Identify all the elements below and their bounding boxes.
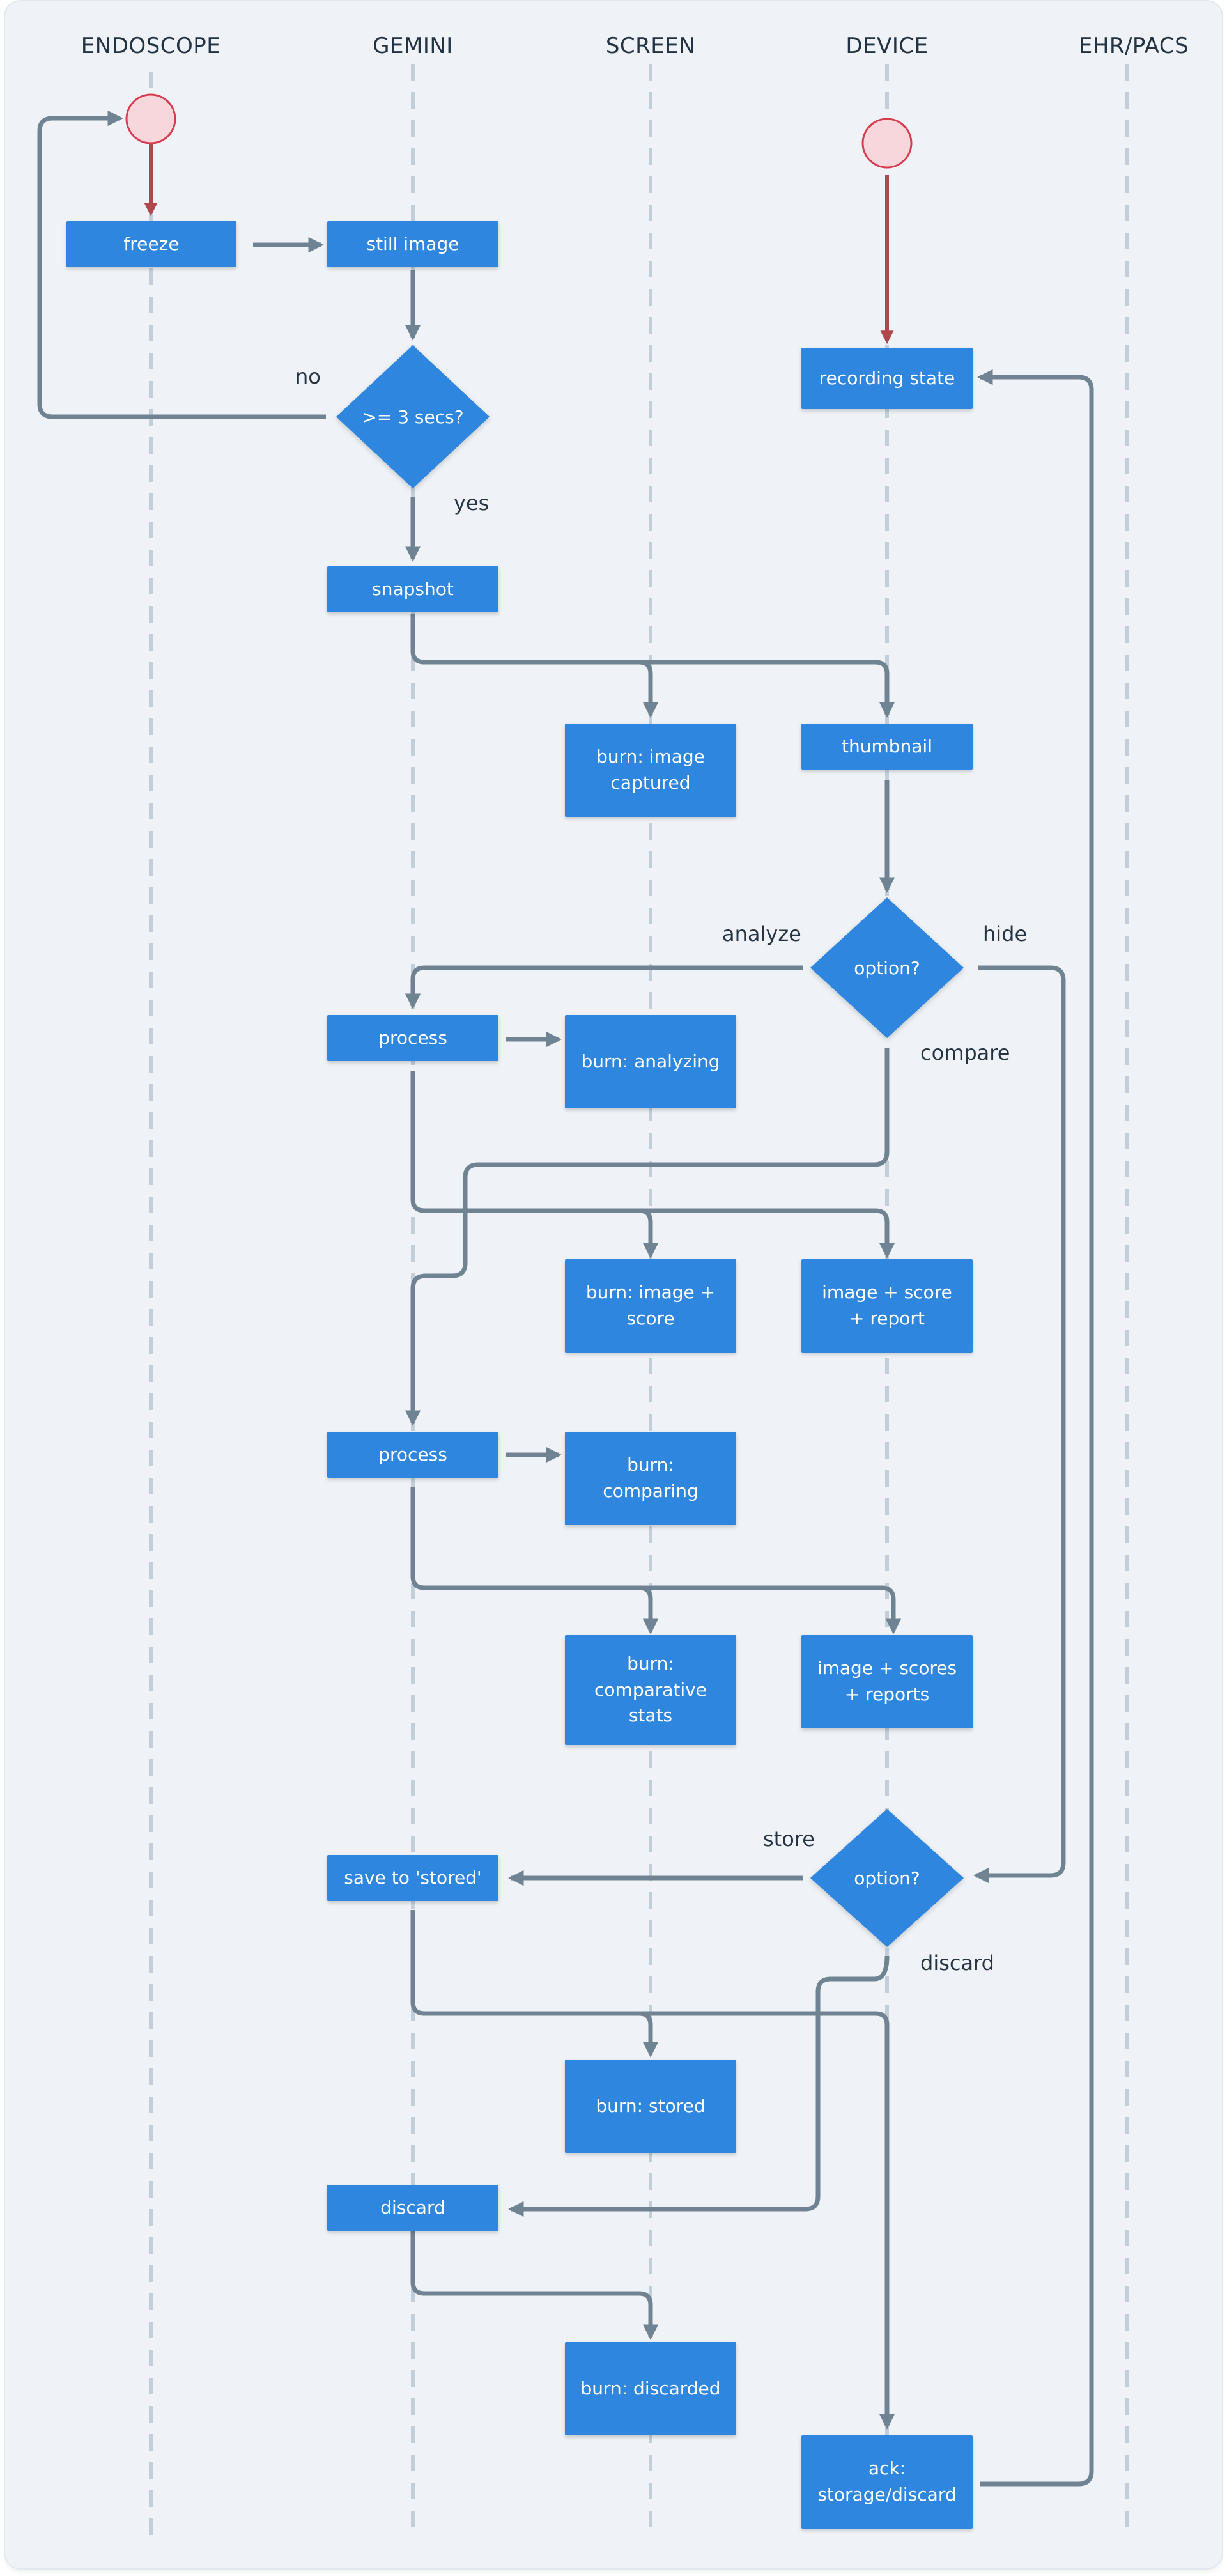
node-snapshot: snapshot	[327, 566, 498, 612]
edge-label-discard: discard	[920, 1951, 994, 1975]
edge-no-loop	[37, 110, 326, 419]
edge-label-store: store	[763, 1827, 815, 1851]
edge-label-analyze: analyze	[722, 922, 801, 946]
lane-title-ehr-pacs: EHR/PACS	[1078, 33, 1189, 59]
decision-3-secs: >= 3 secs?	[336, 345, 490, 488]
node-burn-comparative-stats: burn: comparative stats	[565, 1635, 736, 1745]
node-discard: discard	[327, 2185, 498, 2231]
node-recording-state: recording state	[801, 348, 973, 409]
edge-label-compare: compare	[920, 1041, 1010, 1065]
edge-ack-recording	[977, 369, 1094, 2487]
node-burn-stored: burn: stored	[565, 2060, 736, 2153]
node-burn-image-score: burn: image + score	[565, 1259, 736, 1353]
edge-save-burn-stored	[410, 1910, 659, 2058]
node-image-score-report: image + score + report	[801, 1259, 973, 1353]
edge-discard-burn-discarded	[410, 2228, 659, 2340]
edge-save-ack	[639, 2011, 895, 2430]
edge-analyze	[405, 965, 803, 1009]
lane-title-screen: SCREEN	[605, 33, 696, 59]
decision-3-secs-label: >= 3 secs?	[362, 407, 463, 428]
decision-option-2: option?	[810, 1809, 964, 1947]
node-burn-comparing: burn: comparing	[565, 1432, 736, 1525]
edge-process-image-scores	[639, 1585, 902, 1634]
node-process-analyze: process	[327, 1015, 498, 1061]
start-point-endoscope	[125, 93, 176, 144]
edge-snapshot-burn-captured	[410, 614, 659, 718]
node-burn-analyzing: burn: analyzing	[565, 1015, 736, 1108]
node-thumbnail: thumbnail	[801, 724, 973, 770]
decision-option-1-label: option?	[854, 958, 920, 979]
edge-label-yes: yes	[454, 491, 490, 515]
lane-title-gemini: GEMINI	[373, 33, 453, 59]
lane-title-endoscope: ENDOSCOPE	[81, 33, 221, 59]
edge-label-no: no	[295, 364, 321, 389]
edge-process-comparative	[410, 1487, 659, 1634]
decision-option-1: option?	[810, 897, 964, 1038]
edge-discard	[508, 1955, 890, 2217]
edge-compare	[405, 1048, 890, 1426]
node-burn-image-captured: burn: image captured	[565, 724, 736, 817]
edge-snapshot-thumbnail	[639, 660, 895, 718]
node-process-compare: process	[327, 1432, 498, 1478]
edge-label-hide: hide	[983, 922, 1028, 946]
node-save-stored: save to 'stored'	[327, 1855, 498, 1901]
node-ack-storage-discard: ack: storage/discard	[801, 2435, 973, 2529]
node-image-scores-reports: image + scores + reports	[801, 1635, 973, 1728]
edge-process-image-score	[639, 1208, 895, 1259]
start-point-device	[861, 118, 913, 169]
node-burn-discarded: burn: discarded	[565, 2342, 736, 2435]
edge-hide	[973, 965, 1066, 1884]
lane-title-device: DEVICE	[845, 33, 929, 59]
node-freeze: freeze	[66, 221, 236, 267]
edge-process-burn-score	[410, 1071, 659, 1259]
node-still-image: still image	[327, 221, 498, 267]
decision-option-2-label: option?	[854, 1868, 920, 1889]
